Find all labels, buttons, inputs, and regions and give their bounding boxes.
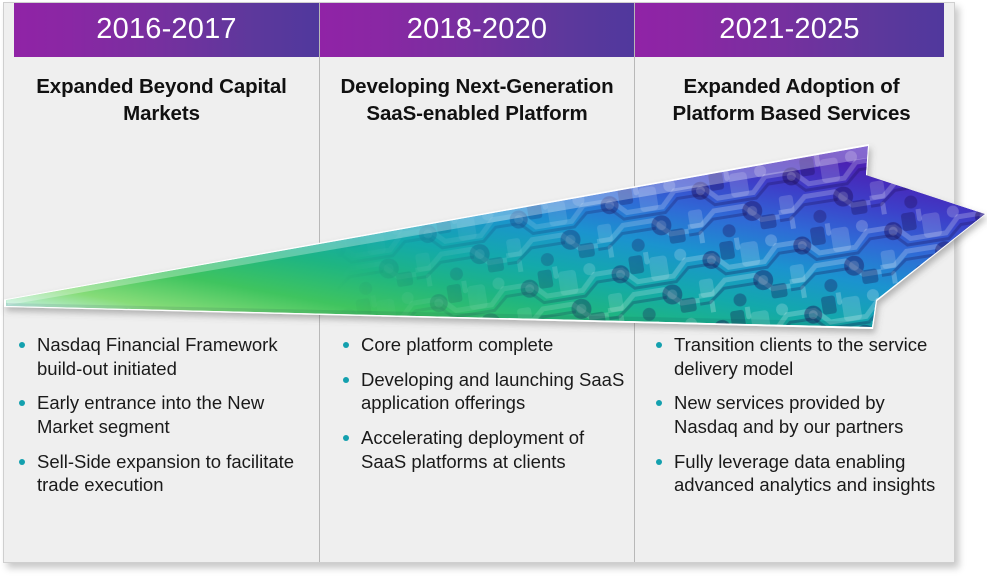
phase-bullets-3: Transition clients to the service delive… — [651, 333, 944, 508]
phase-bullets-1: Nasdaq Financial Framework build-out ini… — [14, 333, 311, 508]
phase-column-2: 2018-2020 Developing Next-Generation Saa… — [319, 3, 634, 562]
list-item: Core platform complete — [338, 333, 628, 357]
infographic-card: 2016-2017 Expanded Beyond Capital Market… — [3, 2, 955, 563]
phase-bullets-2: Core platform complete Developing and la… — [338, 333, 628, 484]
list-item: Sell-Side expansion to facilitate trade … — [14, 450, 311, 497]
period-label-2: 2018-2020 — [406, 12, 548, 45]
list-item: Accelerating deployment of SaaS platform… — [338, 426, 628, 473]
list-item: Early entrance into the New Market segme… — [14, 391, 311, 438]
period-label-1: 2016-2017 — [96, 12, 237, 45]
phase-columns: 2016-2017 Expanded Beyond Capital Market… — [4, 3, 954, 562]
list-item: Fully leverage data enabling advanced an… — [651, 450, 944, 497]
period-band-2: 2018-2020 — [320, 3, 634, 57]
list-item: Developing and launching SaaS applicatio… — [338, 368, 628, 415]
phase-heading-2: Developing Next-Generation SaaS-enabled … — [340, 75, 614, 126]
period-label-3: 2021-2025 — [719, 12, 860, 45]
period-band-1: 2016-2017 — [14, 3, 319, 57]
list-item: Transition clients to the service delive… — [651, 333, 944, 380]
phase-column-1: 2016-2017 Expanded Beyond Capital Market… — [4, 3, 319, 562]
phase-column-3: 2021-2025 Expanded Adoption of Platform … — [634, 3, 954, 562]
phase-heading-1: Expanded Beyond Capital Markets — [36, 75, 287, 126]
period-band-3: 2021-2025 — [635, 3, 944, 57]
list-item: New services provided by Nasdaq and by o… — [651, 391, 944, 438]
list-item: Nasdaq Financial Framework build-out ini… — [14, 333, 311, 380]
phase-heading-3: Expanded Adoption of Platform Based Serv… — [672, 75, 911, 126]
